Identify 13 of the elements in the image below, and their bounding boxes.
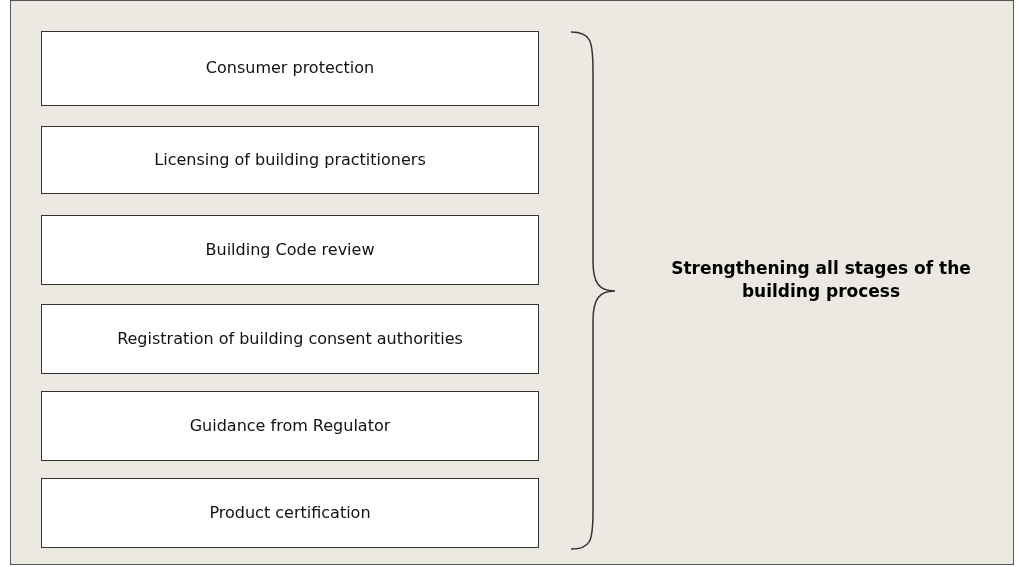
process-box — [41, 391, 539, 461]
process-box — [41, 304, 539, 374]
box-text: Consumer protection — [205, 58, 375, 79]
box-text: Building Code review — [205, 239, 375, 261]
process-box — [41, 31, 539, 106]
box-text: Registration of building consent authorities — [117, 328, 463, 350]
process-box — [41, 215, 539, 285]
box-text: Product certification — [209, 502, 371, 524]
process-box — [41, 478, 539, 548]
process-box — [41, 126, 539, 194]
box-text: Guidance from Regulator — [189, 415, 391, 437]
box-text: Licensing of building practitioners — [154, 149, 426, 171]
summary-text: Strengthening all stages of the building process — [670, 257, 972, 303]
